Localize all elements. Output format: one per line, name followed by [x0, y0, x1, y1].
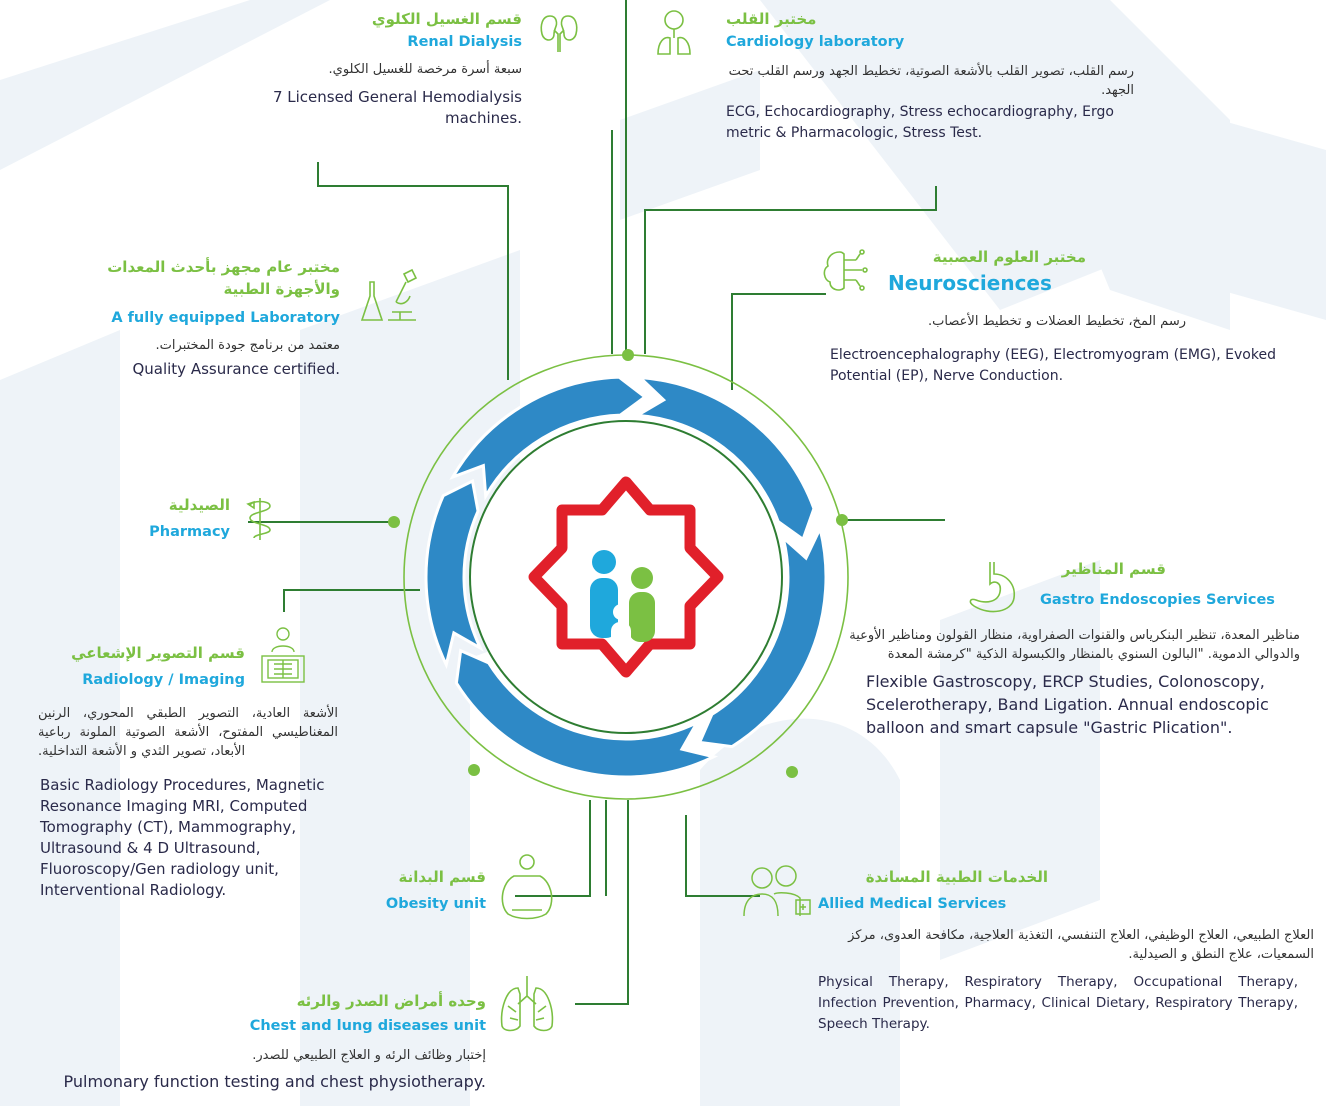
gastro-en-text: Flexible Gastroscopy, ERCP Studies, Colo… — [866, 672, 1269, 737]
renal-en-title: Renal Dialysis — [407, 34, 522, 50]
gastro-ar-title: قسم المناظير — [1061, 560, 1166, 578]
gastro-section: قسم المناظير Gastro Endoscopies Services… — [840, 558, 1310, 739]
xray-icon — [261, 627, 305, 683]
neuro-en-title: Neurosciences — [888, 271, 1052, 295]
lab-en-title: A fully equipped Laboratory — [111, 310, 340, 326]
cycle-arrow-segment — [632, 375, 816, 542]
kidneys-icon — [540, 15, 578, 52]
cardio-ar-title: مختبر القلب — [726, 10, 817, 28]
connector-dot — [622, 349, 634, 361]
cycle-arrow-segment — [697, 524, 828, 749]
renal-dialysis-section: قسم الغسيل الكلوي Renal Dialysis سبعة أس… — [210, 8, 522, 129]
radiology-section: قسم التصوير الإشعاعي Radiology / Imaging… — [38, 642, 380, 901]
neuro-en-text: Electroencephalography (EEG), Electromyo… — [830, 347, 1276, 384]
connector-lines — [248, 0, 945, 1005]
caduceus-icon — [246, 498, 271, 540]
cardio-en-text: ECG, Echocardiography, Stress echocardio… — [726, 104, 1114, 141]
obesity-ar-title: قسم البدانة — [398, 868, 486, 886]
gastro-en-title: Gastro Endoscopies Services — [1040, 592, 1275, 608]
pharmacy-ar-title: الصيدلية — [168, 496, 230, 514]
allied-en-title: Allied Medical Services — [818, 896, 1007, 912]
radiology-ar-text: الأشعة العادية، التصوير الطبقي المحوري، … — [38, 706, 338, 759]
chest-section: وحده أمراض الصدر والرئه Chest and lung d… — [0, 990, 486, 1092]
radiology-ar-title: قسم التصوير الإشعاعي — [71, 644, 245, 662]
connector-dot — [836, 514, 848, 526]
family-star-logo — [528, 476, 724, 678]
neurosciences-section: مختبر العلوم العصبية Neurosciences رسم ا… — [830, 246, 1300, 387]
connector-dot — [388, 516, 400, 528]
connector-dots — [388, 349, 848, 778]
allied-en-text: Physical Therapy, Respiratory Therapy, O… — [818, 974, 1298, 1032]
gastro-ar-text: مناظير المعدة، تنظير البنكرياس والقنوات … — [849, 628, 1300, 662]
radiology-en-text: Basic Radiology Procedures, Magnetic Res… — [40, 776, 325, 899]
allied-ar-text: العلاج الطبيعي، العلاج الوظيفي، العلاج ا… — [848, 928, 1314, 962]
stomach-icon — [969, 562, 1016, 613]
heart-lungs-icon — [657, 10, 691, 55]
chest-en-title: Chest and lung diseases unit — [249, 1018, 486, 1034]
chest-ar-title: وحده أمراض الصدر والرئه — [296, 992, 486, 1010]
neuro-ar-text: رسم المخ، تخطيط العضلات و تخطيط الأعصاب. — [928, 314, 1186, 329]
chest-ar-text: إختبار وظائف الرئه و العلاج الطبيعي للصد… — [252, 1048, 486, 1063]
chest-en-text: Pulmonary function testing and chest phy… — [63, 1072, 486, 1091]
renal-en-text: 7 Licensed General Hemodialysis machines… — [272, 88, 522, 127]
cycle-arrow-segment — [424, 478, 484, 670]
pharmacy-en-title: Pharmacy — [149, 524, 230, 540]
lab-ar-title: مختبر عام مجهز بأحدث المعدات والأجهزة ال… — [107, 258, 340, 298]
allied-section: الخدمات الطبية المساندة Allied Medical S… — [818, 866, 1314, 1035]
obesity-en-title: Obesity unit — [385, 896, 486, 912]
connector-dot — [786, 766, 798, 778]
obesity-section: قسم البدانة Obesity unit — [340, 866, 486, 916]
cycle-arrows — [424, 375, 828, 779]
cardio-ar-text: رسم القلب، تصوير القلب بالأشعة الصوتية، … — [728, 64, 1134, 98]
medical-staff-icon — [743, 865, 811, 917]
lab-ar-text: معتمد من برنامج جودة المختبرات. — [155, 338, 340, 353]
connector-dot — [468, 764, 480, 776]
pharmacy-section: الصيدلية Pharmacy — [100, 494, 230, 544]
microscope-icon — [360, 268, 418, 321]
allied-ar-title: الخدمات الطبية المساندة — [865, 868, 1048, 886]
renal-ar-text: سبعة أسرة مرخصة للغسيل الكلوي. — [328, 62, 522, 77]
cardio-en-title: Cardiology laboratory — [726, 34, 905, 50]
brain-circuit-icon — [823, 249, 868, 291]
laboratory-section: مختبر عام مجهز بأحدث المعدات والأجهزة ال… — [60, 256, 340, 380]
cycle-arrow-segment — [449, 375, 648, 501]
cardiology-section: مختبر القلب Cardiology laboratory رسم ال… — [726, 8, 1146, 144]
obese-person-icon — [501, 854, 553, 920]
neuro-ar-title: مختبر العلوم العصبية — [932, 248, 1086, 266]
radiology-en-title: Radiology / Imaging — [82, 672, 245, 688]
lungs-icon — [500, 976, 554, 1032]
cycle-arrow-segment — [454, 648, 719, 779]
lab-en-text: Quality Assurance certified. — [132, 360, 340, 378]
renal-ar-title: قسم الغسيل الكلوي — [371, 10, 522, 28]
